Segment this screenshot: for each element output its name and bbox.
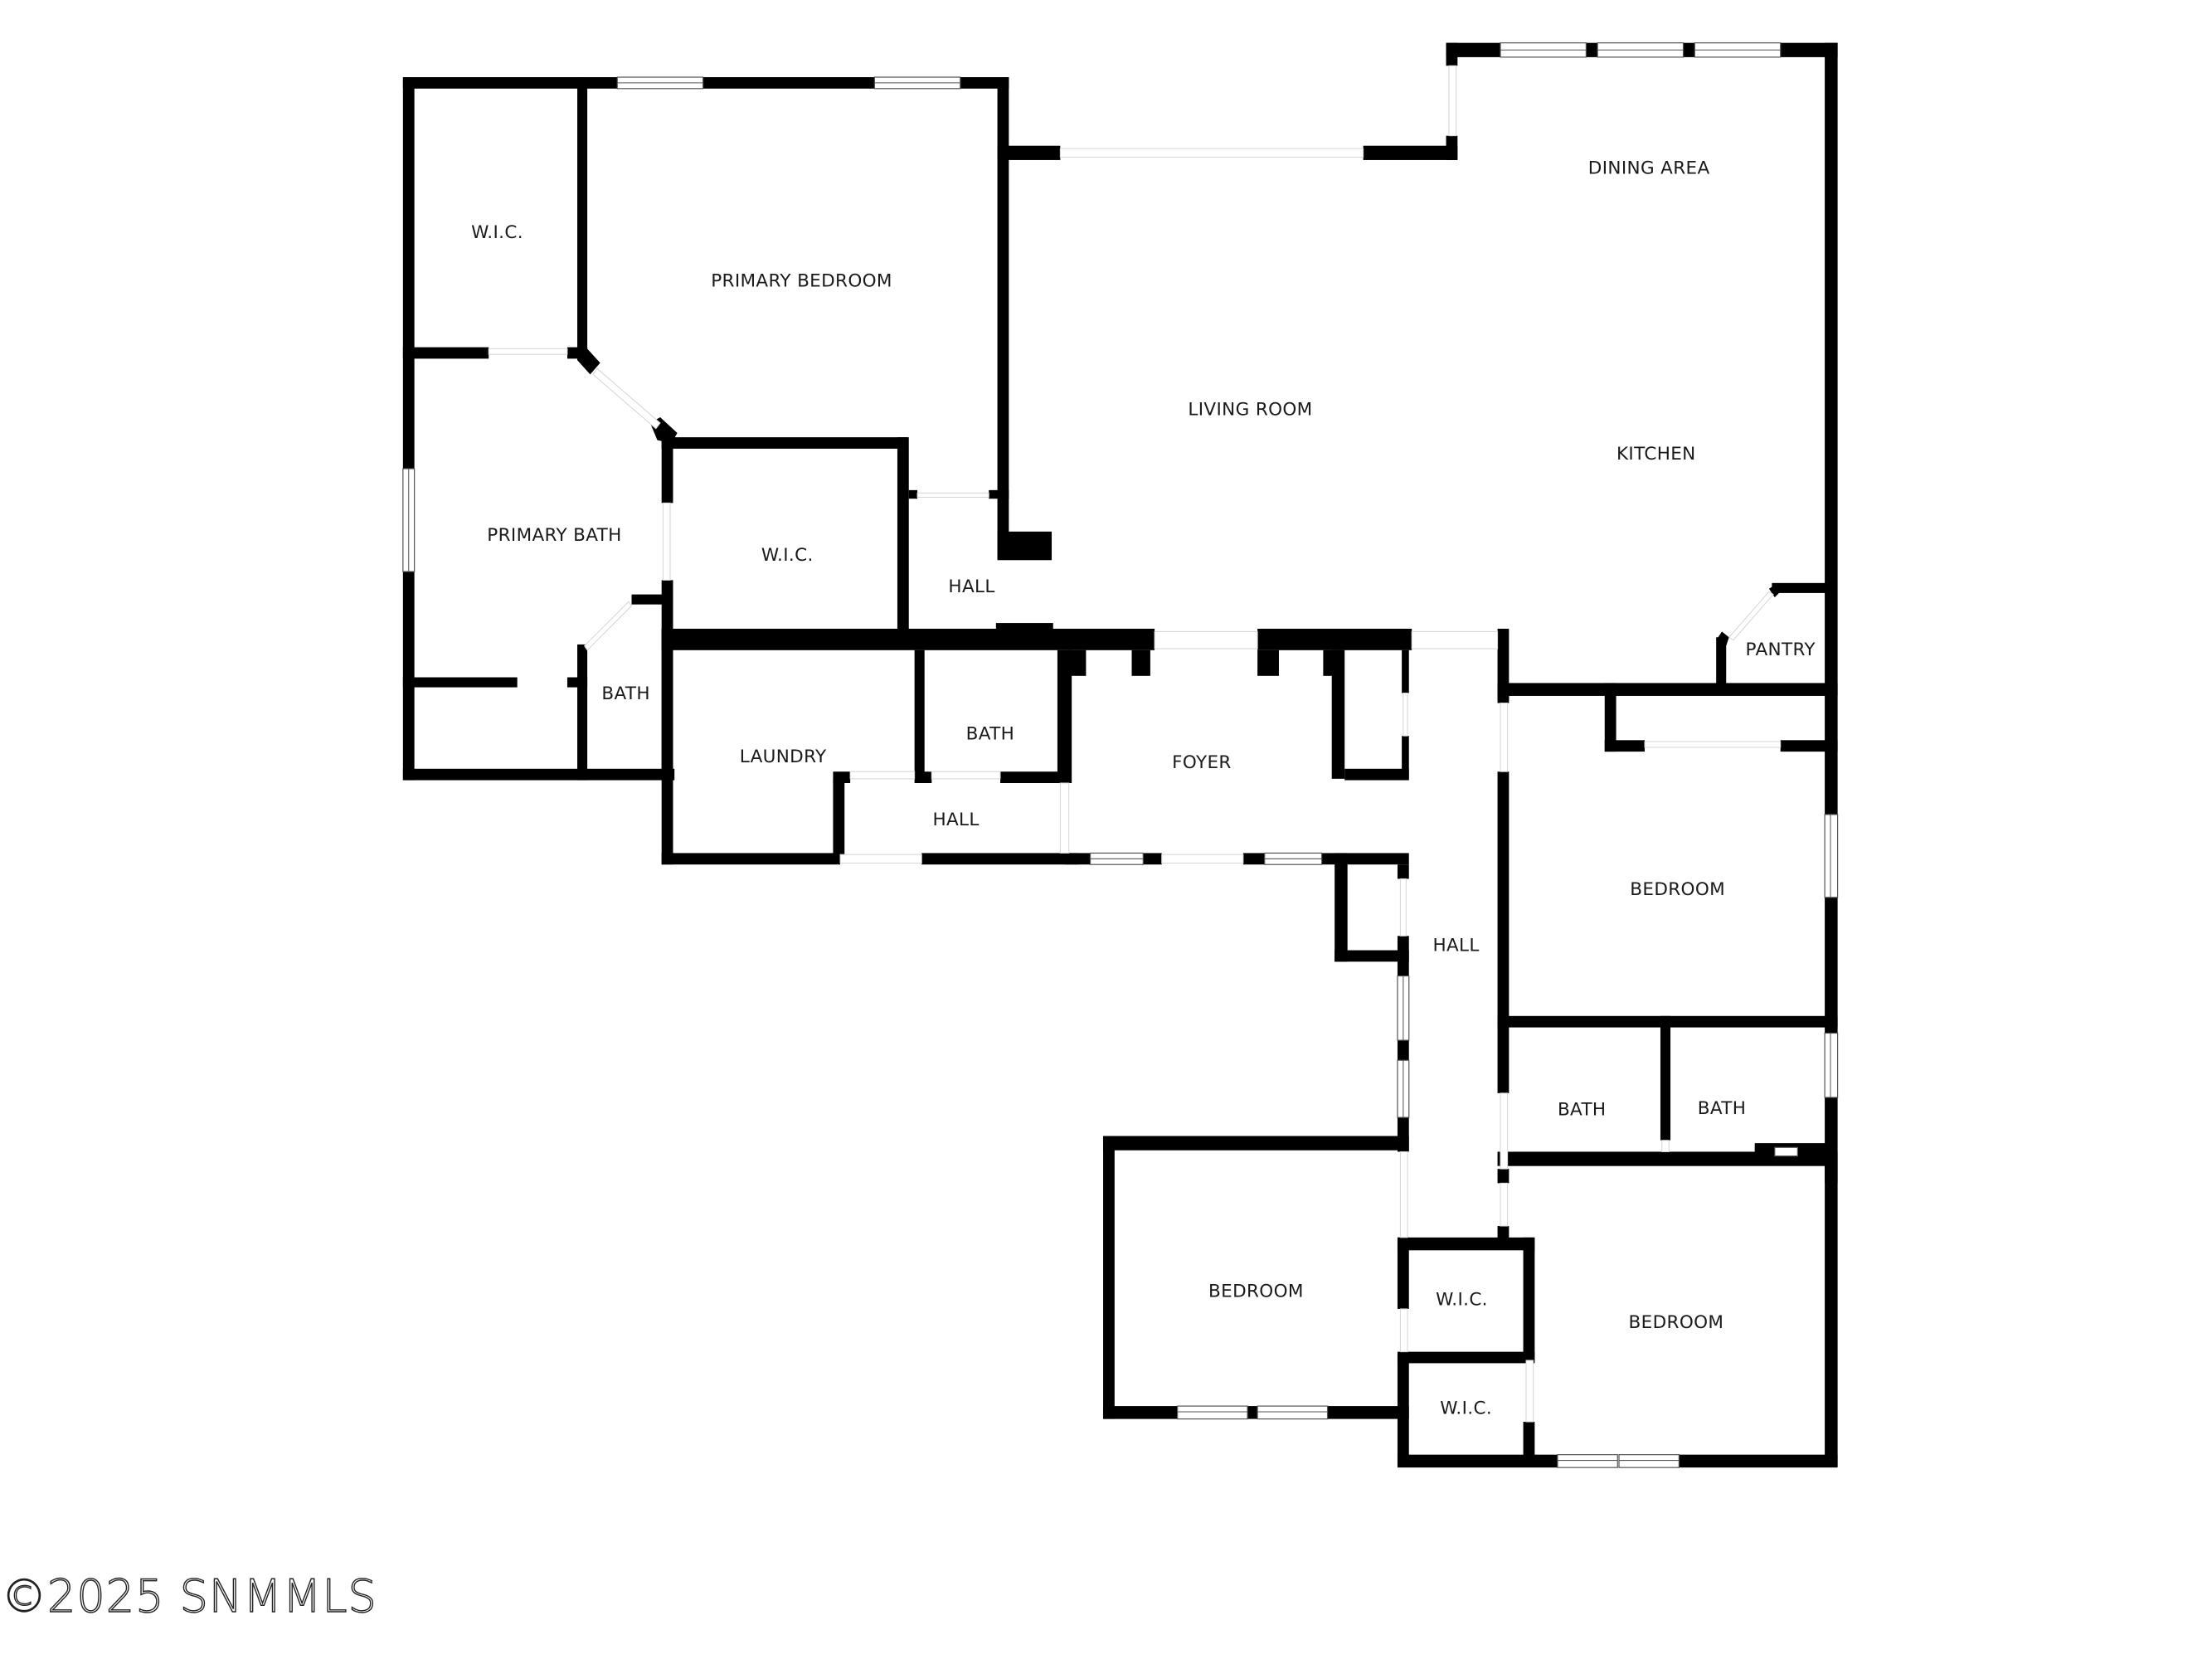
room-label-wic-primary-2: W.I.C. bbox=[761, 545, 814, 566]
room-label-laundry: LAUNDRY bbox=[740, 747, 827, 767]
room-label-bath-east-2: BATH bbox=[1698, 1098, 1747, 1119]
room-label-pantry: PANTRY bbox=[1746, 640, 1816, 660]
room-label-wic-south-1: W.I.C. bbox=[1436, 1290, 1488, 1311]
room-label-kitchen: KITCHEN bbox=[1616, 444, 1696, 465]
room-label-hall-laundry: HALL bbox=[932, 810, 979, 830]
room-label-bedroom-southeast: BEDROOM bbox=[1629, 1312, 1724, 1333]
room-label-hall-east: HALL bbox=[1432, 935, 1479, 956]
copyright-watermark: ©2025 SNMMLS bbox=[1, 1569, 377, 1623]
openings bbox=[488, 65, 1782, 1423]
room-label-wic-south-2: W.I.C. bbox=[1440, 1399, 1492, 1419]
room-label-bath-east-1: BATH bbox=[1558, 1100, 1607, 1121]
windows bbox=[402, 42, 1839, 1468]
room-label-bedroom-east: BEDROOM bbox=[1630, 879, 1725, 900]
room-label-primary-bedroom: PRIMARY BEDROOM bbox=[711, 270, 892, 291]
room-label-hall-primary: HALL bbox=[948, 577, 994, 597]
room-label-wic-primary: W.I.C. bbox=[471, 222, 523, 243]
room-label-bedroom-southwest: BEDROOM bbox=[1208, 1281, 1304, 1301]
room-label-bath-half: BATH bbox=[966, 723, 1015, 744]
room-label-bath-primary: BATH bbox=[601, 684, 650, 704]
room-label-foyer: FOYER bbox=[1172, 752, 1232, 773]
room-label-dining-area: DINING AREA bbox=[1588, 158, 1710, 178]
walls bbox=[402, 42, 1838, 1468]
room-label-living-room: LIVING ROOM bbox=[1188, 399, 1312, 420]
room-labels: W.I.C. PRIMARY BEDROOM LIVING ROOM DININ… bbox=[471, 158, 1816, 1418]
room-label-primary-bath: PRIMARY BATH bbox=[487, 525, 621, 546]
